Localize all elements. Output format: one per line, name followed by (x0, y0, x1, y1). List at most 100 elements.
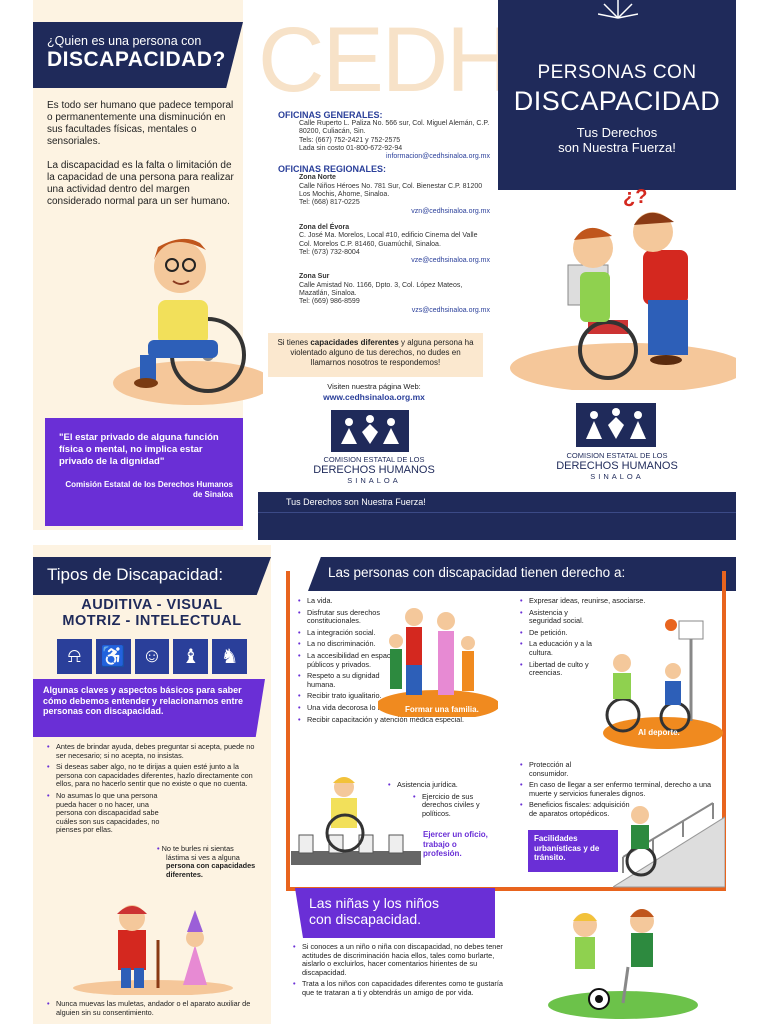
right-item: Asistencia jurídica. (388, 780, 488, 790)
rights-job: Ejercer un oficio, trabajo o profesión. (423, 830, 488, 858)
right-item: La educación y a la cultura. (520, 640, 600, 657)
kids-title-line1: Las niñas y los niños (309, 895, 439, 911)
kids-playing-illustration (548, 909, 698, 1019)
disability-icons-row: ⍾ ♿ ☺ ♝ ♞ (57, 639, 247, 675)
cover-panel: PERSONAS CON DISCAPACIDAD Tus Derechos s… (498, 0, 736, 492)
logo-line3: SINALOA (347, 476, 401, 485)
offices-regional-title: OFICINAS REGIONALES: (278, 164, 387, 175)
footer-strip: Tus Derechos son Nuestra Fuerza! (258, 492, 736, 540)
intro-paragraph-1: Es todo ser humano que padece temporal o… (47, 100, 234, 147)
right-item: Ejercicio de sus derechos civiles y polí… (413, 792, 483, 819)
zona-norte-title: Zona Norte (299, 174, 336, 182)
tip-last-list: Nunca muevas las muletas, andador o el a… (47, 999, 259, 1020)
right-item: Beneficios fiscales: adquisición de apar… (520, 801, 630, 818)
right-item: La vida. (298, 596, 408, 606)
notice-post: y alguna persona ha violentado alguno de… (290, 338, 474, 367)
logo-text-cover: COMISION ESTATAL DE LOS DERECHOS HUMANOS… (498, 451, 736, 481)
tip-side-pre: No te burles ni sientas lástima si ves a… (161, 844, 240, 862)
tip-side-bold: persona con capacidades diferentes. (166, 861, 256, 879)
sport-illustration (603, 619, 723, 749)
types-line1: AUDITIVA - VISUAL (81, 597, 223, 613)
right-item: Recibir capacitación y atención médica e… (298, 715, 498, 725)
kids-item: Si conoces a un niño o niña con discapac… (293, 942, 503, 977)
question-marks: ¿? (623, 186, 648, 208)
cover-logo-line2: DERECHOS HUMANOS (556, 460, 678, 472)
tip-side-bullet: • (157, 844, 162, 853)
zona-sur-tel: Tel: (669) 986-8599 (299, 298, 360, 306)
keys-text: Algunas claves y aspectos básicos para s… (43, 685, 244, 716)
footer-strip-text: Tus Derechos son Nuestra Fuerza! (286, 497, 426, 507)
keys-box: Algunas claves y aspectos básicos para s… (33, 679, 265, 737)
blind-cane-icon: ♝ (173, 639, 209, 674)
notice-box: Si tienes capacidades diferentes y algun… (268, 333, 483, 377)
offices-general-email[interactable]: informacion@cedhsinaloa.org.mx (386, 153, 490, 161)
kids-title-line2: con discapacidad. (309, 911, 422, 927)
tips-list: Antes de brindar ayuda, debes preguntar … (47, 742, 259, 838)
web-url[interactable]: www.cedhsinaloa.org.mx (323, 392, 425, 402)
cover-header: PERSONAS CON DISCAPACIDAD Tus Derechos s… (498, 0, 736, 190)
left-panel: ¿Quien es una persona con DISCAPACIDAD? … (33, 0, 263, 530)
intro-paragraph-2: La discapacidad es la falta o limitación… (47, 160, 234, 207)
types-lines: AUDITIVA - VISUAL MOTRIZ - INTELECTUAL (33, 597, 271, 629)
family-illustration (378, 608, 498, 717)
rights-col2b: Protección al consumidor. En caso de lle… (520, 760, 720, 822)
confused-kids-illustration (510, 212, 736, 390)
tip-item: Si deseas saber algo, no te dirijas a qu… (47, 762, 259, 789)
right-item: La integración social. (298, 628, 408, 638)
logo-emblem-middle (331, 410, 409, 452)
tip-last: Nunca muevas las muletas, andador o el a… (47, 999, 259, 1017)
question-line1: ¿Quien es una persona con (47, 34, 202, 48)
tip-side: • No te burles ni sientas lástima si ves… (157, 844, 257, 879)
right-item: Expresar ideas, reunirse, asociarse. (520, 596, 695, 606)
right-item: La accesibilidad en espacios públicos y … (298, 651, 408, 669)
right-item: En caso de llegar a ser enfermo terminal… (520, 780, 720, 798)
rights-banner: Las personas con discapacidad tienen der… (308, 557, 736, 591)
offices-general-title: OFICINAS GENERALES: (278, 110, 383, 120)
facilities-label: Facilidades urbanísticas y de tránsito. (534, 834, 600, 862)
zona-evora-email[interactable]: vze@cedhsinaloa.org.mx (411, 257, 490, 265)
zona-evora: Zona del Évora C. José Ma. Morelos, Loca… (278, 224, 490, 265)
cover-logo-line3: SINALOA (590, 472, 644, 481)
quote-author: Comisión Estatal de los Derechos Humanos… (65, 480, 233, 499)
cover-logo-line1: COMISION ESTATAL DE LOS (566, 451, 668, 460)
right-item: Respeto a su dignidad humana. (298, 671, 408, 689)
cover-sub2: son Nuestra Fuerza! (558, 140, 676, 155)
zona-evora-tel: Tel: (673) 732-8004 (299, 248, 360, 256)
cedh-watermark: CEDH (258, 9, 513, 111)
hearing-icon: ⍾ (57, 639, 92, 674)
logo-text-middle: COMISION ESTATAL DE LOS DERECHOS HUMANOS… (258, 455, 490, 485)
kids-list: Si conoces a un niño o niña con discapac… (293, 942, 503, 1001)
types-panel: Tipos de Discapacidad: AUDITIVA - VISUAL… (33, 545, 271, 1024)
kids-banner: Las niñas y los niños con discapacidad. (295, 888, 495, 938)
right-item: Disfrutar sus derechos constitucionales. (298, 608, 408, 626)
right-item: Libertad de culto y creencias. (520, 660, 600, 678)
wheelchair-boy-illustration (113, 238, 263, 405)
worker-illustration (291, 777, 421, 865)
rights-panel: Las personas con discapacidad tienen der… (283, 545, 736, 1024)
cover-line1: PERSONAS CON (537, 62, 697, 83)
zona-evora-title: Zona del Évora (299, 223, 350, 231)
notice-bold: capacidades diferentes (310, 338, 399, 347)
offices-block: OFICINAS GENERALES: Calle Ruperto L. Pal… (278, 110, 490, 315)
pirate-kids-illustration (73, 905, 233, 995)
rights-title: Las personas con discapacidad tienen der… (328, 565, 626, 580)
offices-general-tel: Tels: (667) 752-2421 y 752-2575 (299, 136, 401, 144)
notice-pre: Si tienes (277, 338, 311, 347)
middle-panel: CEDH OFICINAS GENERALES: Calle Ruperto L… (258, 0, 513, 540)
quote-text: "El estar privado de alguna función físi… (59, 432, 219, 467)
walking-icon: ♞ (212, 639, 247, 674)
tip-item: Antes de brindar ayuda, debes preguntar … (47, 742, 259, 760)
offices-general-addr: Calle Ruperto L. Paliza No. 566 sur, Col… (299, 120, 490, 136)
facilities-box: Facilidades urbanísticas y de tránsito. (528, 830, 618, 872)
zona-sur-addr: Calle Amistad No. 1166, Dpto. 3, Col. Ló… (299, 281, 463, 298)
logo-emblem-cover (576, 403, 656, 447)
family-label: Formar una familia. (405, 705, 479, 714)
cover-sub1: Tus Derechos (576, 125, 658, 140)
zona-sur-email[interactable]: vzs@cedhsinaloa.org.mx (411, 306, 490, 314)
zona-sur-title: Zona Sur (299, 273, 330, 281)
right-item: Recibir trato igualitario. (298, 692, 438, 701)
cover-line2: DISCAPACIDAD (513, 86, 721, 116)
zona-norte-email[interactable]: vzn@cedhsinaloa.org.mx (411, 207, 490, 215)
brochure-back: Tipos de Discapacidad: AUDITIVA - VISUAL… (0, 545, 768, 1024)
types-line2: MOTRIZ - INTELECTUAL (62, 613, 242, 629)
